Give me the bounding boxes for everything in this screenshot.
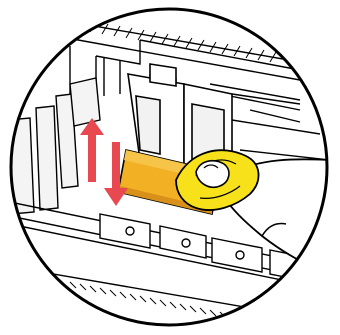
device-interior <box>0 0 340 335</box>
illustration-svg <box>0 0 340 335</box>
instruction-illustration <box>0 0 340 335</box>
